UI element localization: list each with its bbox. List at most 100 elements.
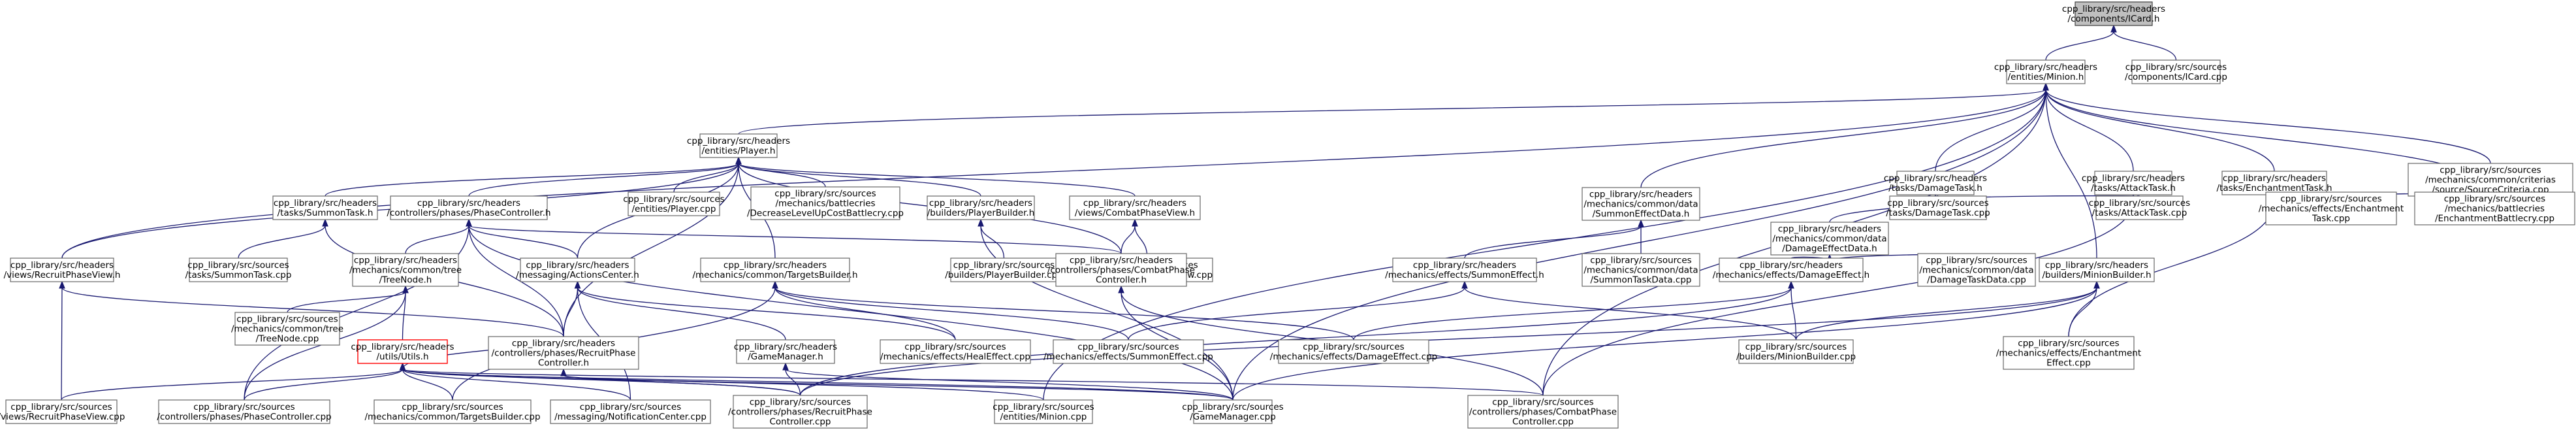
node-box (2221, 171, 2327, 195)
node-box (2265, 191, 2397, 225)
node-label-line: /mechanics/common/data (1583, 265, 1698, 276)
file-node-gamemanager-h[interactable]: cpp_library/src/headers/GameManager.h (734, 339, 837, 364)
file-node-treenode-h[interactable]: cpp_library/src/headers/mechanics/common… (349, 253, 462, 287)
node-box (2003, 336, 2135, 370)
dependency-edge (2045, 24, 2117, 61)
file-node-minionbuilder-cpp[interactable]: cpp_library/src/sources/builders/MinionB… (1736, 339, 1856, 364)
node-label-line: /controllers/phases/PhaseController.cpp (157, 412, 331, 422)
file-node-actionscenter-h[interactable]: cpp_library/src/headers/messaging/Action… (516, 258, 639, 282)
file-node-healeffect-cpp[interactable]: cpp_library/src/sources/mechanics/effect… (880, 339, 1031, 364)
node-label-line: /controllers/phases/RecruitPhase (492, 348, 636, 359)
file-node-summoneffect-cpp[interactable]: cpp_library/src/sources/mechanics/effect… (1043, 339, 1213, 364)
file-node-notification-cpp[interactable]: cpp_library/src/sources/messaging/Notifi… (550, 399, 711, 424)
file-node-combatctrl-cpp[interactable]: cpp_library/src/sources/controllers/phas… (1467, 395, 1619, 429)
file-node-player-cpp[interactable]: cpp_library/src/sources/entities/Player.… (623, 191, 725, 216)
file-node-damagedata-h[interactable]: cpp_library/src/headers/mechanics/common… (1770, 222, 1889, 256)
file-node-attacktask-h[interactable]: cpp_library/src/headers/tasks/AttackTask… (2082, 171, 2185, 195)
dependency-edge (2043, 82, 2134, 172)
node-label-line: /tasks/AttackTask.cpp (2092, 208, 2187, 218)
file-node-gamemanager-cpp[interactable]: cpp_library/src/sources/GameManager.cpp (1182, 399, 1284, 424)
node-label-line: /mechanics/effects/SummonEffect.cpp (1043, 352, 1213, 362)
file-node-combatctrl-h[interactable]: cpp_library/src/headers/controllers/phas… (1047, 253, 1195, 287)
node-label-line: Controller.cpp (769, 417, 831, 427)
file-node-recruitview-h[interactable]: cpp_library/src/headers/views/RecruitPha… (4, 258, 121, 282)
file-node-minion-cpp[interactable]: cpp_library/src/sources/entities/Minion.… (993, 399, 1094, 424)
file-node-summontask-h[interactable]: cpp_library/src/headers/tasks/SummonTask… (272, 195, 378, 220)
node-label-line: /DamageEffectData.h (1782, 244, 1877, 254)
file-node-enchanttask-cpp[interactable]: cpp_library/src/sources/mechanics/effect… (2259, 191, 2404, 225)
node-label-line: cpp_library/src/headers (2062, 4, 2165, 14)
node-box (699, 133, 778, 158)
node-box (2006, 59, 2086, 84)
file-node-damageeffect-cpp[interactable]: cpp_library/src/sources/mechanics/effect… (1270, 339, 1437, 364)
node-label-line: /tasks/AttackTask.h (2091, 183, 2176, 193)
dependency-edge (1128, 280, 1468, 341)
node-label-line: /mechanics/common/data (1583, 199, 1698, 210)
dependency-edge (244, 362, 406, 401)
node-box (1917, 253, 2036, 287)
node-label-line: /EnchantmentBattlecry.cpp (2435, 214, 2554, 224)
file-node-attacktask-cpp[interactable]: cpp_library/src/sources/tasks/AttackTask… (2089, 195, 2190, 220)
file-node-phasectrl-h[interactable]: cpp_library/src/headers/controllers/phas… (387, 195, 551, 220)
node-label-line: /messaging/ActionsCenter.h (516, 270, 639, 280)
node-label-line: /builders/PlayerBuilder.h (927, 208, 1035, 218)
file-node-damageeffect-h[interactable]: cpp_library/src/headers/mechanics/effect… (1713, 258, 1869, 282)
file-node-damagetask-h[interactable]: cpp_library/src/headers/tasks/DamageTask… (1884, 171, 1987, 195)
file-node-recruitctrl-h[interactable]: cpp_library/src/headers/controllers/phas… (488, 336, 639, 370)
file-node-enchanteffect-cpp[interactable]: cpp_library/src/sources/mechanics/effect… (1996, 336, 2141, 370)
file-node-damagedata-cpp[interactable]: cpp_library/src/sources/mechanics/common… (1917, 253, 2036, 287)
file-node-enchanttask-h[interactable]: cpp_library/src/headers/tasks/Enchantmen… (2216, 171, 2332, 195)
node-label-line: /DamageTaskData.cpp (1927, 275, 2026, 286)
node-label-line: cpp_library/src/headers (1083, 198, 1186, 208)
file-node-minionbuilder-h[interactable]: cpp_library/src/headers/builders/MinionB… (2039, 258, 2155, 282)
node-label-line: Effect.cpp (2046, 358, 2091, 369)
node-label-line: /views/RecruitPhaseView.h (4, 270, 121, 280)
file-node-summondata-h[interactable]: cpp_library/src/headers/mechanics/common… (1582, 187, 1700, 221)
node-box (1582, 187, 1700, 221)
node-label-line: cpp_library/src/headers (1994, 62, 2097, 73)
node-label-line: cpp_library/src/headers (526, 260, 629, 271)
file-node-treenode-cpp[interactable]: cpp_library/src/sources/mechanics/common… (231, 312, 343, 346)
node-box (272, 195, 378, 220)
node-label-line: cpp_library/src/headers (687, 136, 790, 146)
node-box (1896, 171, 1975, 195)
node-label-line: /entities/Player.cpp (631, 204, 716, 214)
file-node-phasectrl-cpp[interactable]: cpp_library/src/sources/controllers/phas… (157, 399, 332, 424)
file-node-recruitctrl-cpp[interactable]: cpp_library/src/sources/controllers/phas… (728, 395, 872, 429)
file-node-targetsbuilder-h[interactable]: cpp_library/src/headers/mechanics/common… (692, 258, 858, 282)
node-box (1193, 399, 1273, 424)
file-node-targetsbuilder-cpp[interactable]: cpp_library/src/sources/mechanics/common… (364, 399, 541, 424)
file-node-sourcecrit-cpp[interactable]: cpp_library/src/sources/mechanics/common… (2408, 163, 2573, 197)
file-node-card-h[interactable]: cpp_library/src/headers/components/ICard… (2062, 1, 2165, 26)
dependency-edge (2043, 82, 2097, 259)
file-node-summondata-cpp[interactable]: cpp_library/src/sources/mechanics/common… (1582, 253, 1700, 287)
file-node-enchantbattle-cpp[interactable]: cpp_library/src/sources/mechanics/battle… (2414, 191, 2575, 225)
dependency-edge (1353, 280, 1794, 341)
node-label-line: cpp_library/src/sources (236, 314, 338, 325)
node-box (1738, 339, 1854, 364)
dependency-edge (560, 368, 801, 396)
node-label-line: cpp_library/src/sources (623, 194, 724, 205)
file-node-player-h[interactable]: cpp_library/src/headers/entities/Player.… (687, 133, 790, 158)
dependency-edge (59, 280, 65, 401)
file-node-playerbuilder-cpp[interactable]: cpp_library/src/sources/builders/PlayerB… (945, 258, 1063, 282)
node-label-line: Controller.h (538, 358, 589, 369)
file-node-combatview-h[interactable]: cpp_library/src/headers/views/CombatPhas… (1069, 195, 1201, 220)
node-label-line: cpp_library/src/headers (724, 260, 827, 271)
dependency-edge (238, 218, 328, 259)
dependency-edge (738, 82, 2049, 135)
file-node-summoneffect-h[interactable]: cpp_library/src/headers/mechanics/effect… (1385, 258, 1544, 282)
node-label-line: /mechanics/common/tree (231, 324, 343, 335)
node-label-line: cpp_library/src/sources (2018, 339, 2119, 349)
node-label-line: /tasks/SummonTask.cpp (185, 270, 292, 280)
file-node-utils-h[interactable]: cpp_library/src/headers/utils/Utils.h (351, 339, 454, 364)
file-node-damagetask-cpp[interactable]: cpp_library/src/sources/tasks/DamageTask… (1886, 195, 1990, 220)
file-node-playerbuilder-h[interactable]: cpp_library/src/headers/builders/PlayerB… (927, 195, 1035, 220)
file-node-recruitview-cpp[interactable]: cpp_library/src/sources/views/RecruitPha… (0, 399, 125, 424)
file-node-minion-h[interactable]: cpp_library/src/headers/entities/Minion.… (1994, 59, 2097, 84)
file-node-icard-cpp[interactable]: cpp_library/src/sources/components/ICard… (2125, 59, 2227, 84)
dependency-edge (466, 218, 579, 259)
file-node-summontask-cpp[interactable]: cpp_library/src/sources/tasks/SummonTask… (185, 258, 292, 282)
file-node-decrease-cpp[interactable]: cpp_library/src/sources/mechanics/battle… (747, 186, 904, 220)
node-label-line: Controller.h (1096, 275, 1147, 286)
